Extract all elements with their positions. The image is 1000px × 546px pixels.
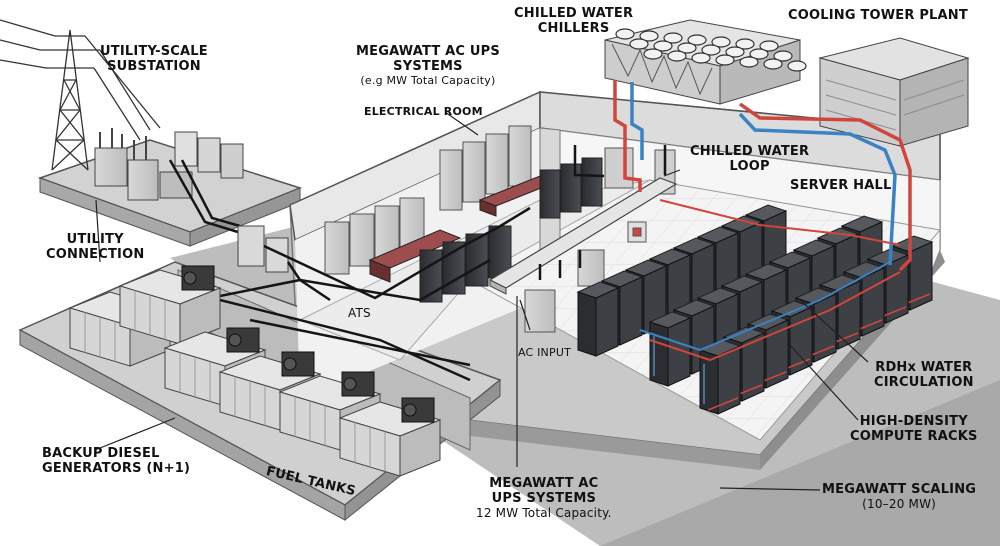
chiller-fan [629,38,649,50]
label-cooling-tower: COOLING TOWER PLANT [788,8,968,23]
switchgear-lineup [324,125,532,275]
leader-lines [94,111,869,491]
transmission-tower [0,19,161,171]
label-ac-input: AC INPUT [518,346,571,359]
chiller-fan [773,50,793,62]
chiller-fan [763,58,783,70]
chiller-fan [687,34,707,46]
chiller-fan [735,38,755,50]
generator-sets [68,265,442,477]
cable-tray [488,177,678,295]
chiller-fan [725,46,745,58]
server-rack [648,311,692,387]
chiller-fan [653,40,673,52]
chiller-fan [701,44,721,56]
cooling-tower [818,37,970,147]
chiller-fan [739,56,759,68]
chiller-fan [643,48,663,60]
chiller-fan [691,52,711,64]
substation-equipment [94,128,244,201]
chiller-fan [677,42,697,54]
server-rack [576,281,620,357]
chiller-fan [639,30,659,42]
chiller-fan [663,32,683,44]
server-rack [698,339,742,415]
label-server-hall: SERVER HALL [790,178,892,193]
chiller-fan [715,54,735,66]
chiller-fan [615,28,635,40]
chiller-fan [711,36,731,48]
chilled-water-pipes [613,80,912,362]
generator-unit [338,397,442,477]
chiller-fan [759,40,779,52]
label-electrical-room: ELECTRICAL ROOM [364,105,483,118]
power-cables [168,145,667,382]
label-scaling: MEGAWATT SCALING (10–20 MW) [822,482,977,511]
chiller-fan [667,50,687,62]
label-ats: ATS [348,306,371,320]
chiller-fan [749,48,769,60]
chiller-fan [787,60,807,72]
